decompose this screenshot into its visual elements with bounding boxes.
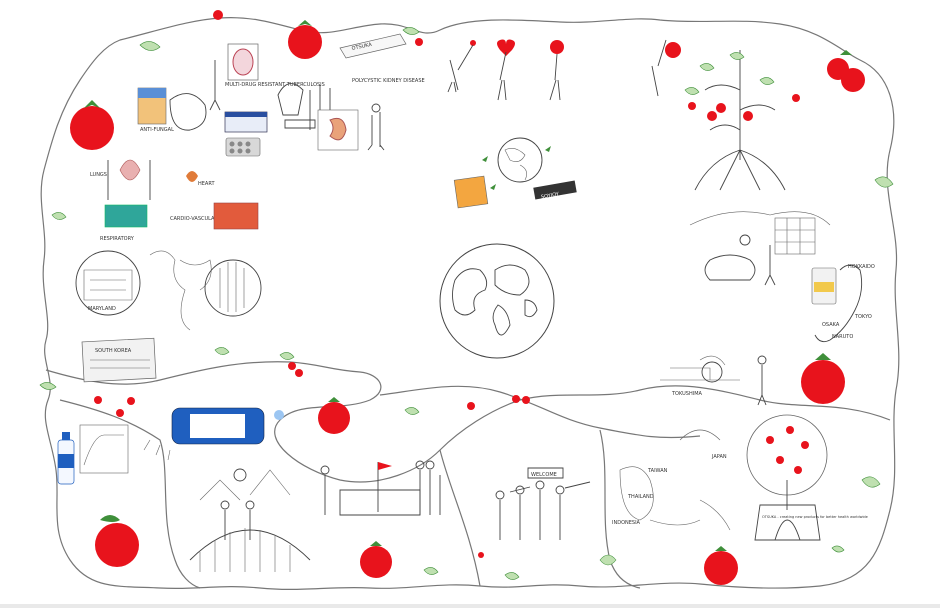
flag-south-korea: SOUTH KOREA <box>81 337 157 383</box>
tomato-top-left-large <box>70 100 114 150</box>
tomato-bottom-center <box>360 541 392 578</box>
tomato-cluster-small-left <box>94 396 135 417</box>
tomato-cluster-small-mid <box>288 362 530 558</box>
scene-welcome: WELCOME <box>495 467 591 540</box>
scene-tomato-plant <box>651 39 800 191</box>
label-japan: JAPAN <box>711 454 727 460</box>
vine-leaves <box>39 27 894 580</box>
svg-text:RESPIRATORY: RESPIRATORY <box>100 236 135 242</box>
label-pkd: POLYCYSTIC KIDNEY DISEASE <box>352 78 425 84</box>
tomato-small-top <box>213 10 223 20</box>
scene-asia-map: TAIWAN JAPAN THAILAND INDONESIA <box>612 429 731 531</box>
svg-text:SOYJOY: SOYJOY <box>541 191 561 200</box>
label-osaka: OSAKA <box>822 322 840 328</box>
scene-vision-tree: OTSUKA - creating new products for bette… <box>746 414 868 541</box>
label-cardio: CARDIO-VASCULAR CONDITIONS <box>170 216 251 222</box>
label-tokushima: TOKUSHIMA <box>671 391 703 397</box>
scene-japan-map: HOKKAIDO TOKYO OSAKA NARUTO <box>811 264 875 343</box>
vine-middle-lower <box>439 449 481 587</box>
svg-text:SOUTH KOREA: SOUTH KOREA <box>95 348 132 354</box>
label-maryland: MARYLAND <box>88 306 116 312</box>
vine-border-outer <box>40 17 900 591</box>
svg-text:OTSUKA: OTSUKA <box>351 42 373 52</box>
label-anti-fungal: ANTI-FUNGAL <box>140 127 174 133</box>
scene-balloons: SOYJOY <box>447 39 577 209</box>
scene-medicines: ANTI-FUNGAL MULTI-DRUG RESISTANT TUBERCU… <box>90 33 425 242</box>
scene-factory-visit <box>320 460 441 516</box>
label-naruto: NARUTO <box>832 334 853 340</box>
otsuka-box: OTSUKA <box>339 33 407 59</box>
vine-inner-loop <box>379 385 701 439</box>
vine-left-lower <box>59 399 201 589</box>
tomato-small-top-2 <box>415 38 423 46</box>
cardio-box <box>213 202 259 230</box>
label-mdr-tb: MULTI-DRUG RESISTANT TUBERCULOSIS <box>225 82 325 88</box>
label-indonesia: INDONESIA <box>612 520 641 526</box>
tomato-top-center <box>288 20 322 59</box>
label-taiwan: TAIWAN <box>647 468 668 474</box>
vine-right-lower <box>599 429 641 589</box>
blister-pack <box>225 137 261 157</box>
tomato-bottom-right <box>704 546 738 585</box>
label-tokyo: TOKYO <box>854 314 872 320</box>
scene-tokushima: TOKUSHIMA <box>660 355 767 406</box>
label-heart: HEART <box>198 181 215 187</box>
tomato-right-mid <box>801 353 845 404</box>
pocari-bottle <box>57 432 75 485</box>
tomato-bottom-left <box>95 515 139 567</box>
tomato-center <box>318 397 350 434</box>
label-thailand: THAILAND <box>627 494 654 500</box>
globe-center <box>439 243 555 359</box>
respiratory-box: RESPIRATORY <box>100 204 148 242</box>
pocari-can-large <box>171 407 284 445</box>
scene-farm <box>689 211 831 286</box>
soyjoy-bar: SOYJOY <box>533 180 577 200</box>
vine-inner-divider <box>45 361 891 483</box>
tomato-top-right-pair <box>827 50 865 92</box>
label-vision: OTSUKA - creating new products for bette… <box>762 515 868 519</box>
label-lungs: LUNGS <box>90 172 107 178</box>
welcome-sign: WELCOME <box>531 472 557 478</box>
label-hokkaido: HOKKAIDO <box>848 264 875 270</box>
scene-bridge <box>189 468 311 572</box>
bottom-edge <box>0 604 940 608</box>
scene-pocari <box>57 407 284 485</box>
pocari-card-small <box>453 175 489 209</box>
scene-global-presence: MARYLAND SOUTH KOREA <box>75 250 262 383</box>
